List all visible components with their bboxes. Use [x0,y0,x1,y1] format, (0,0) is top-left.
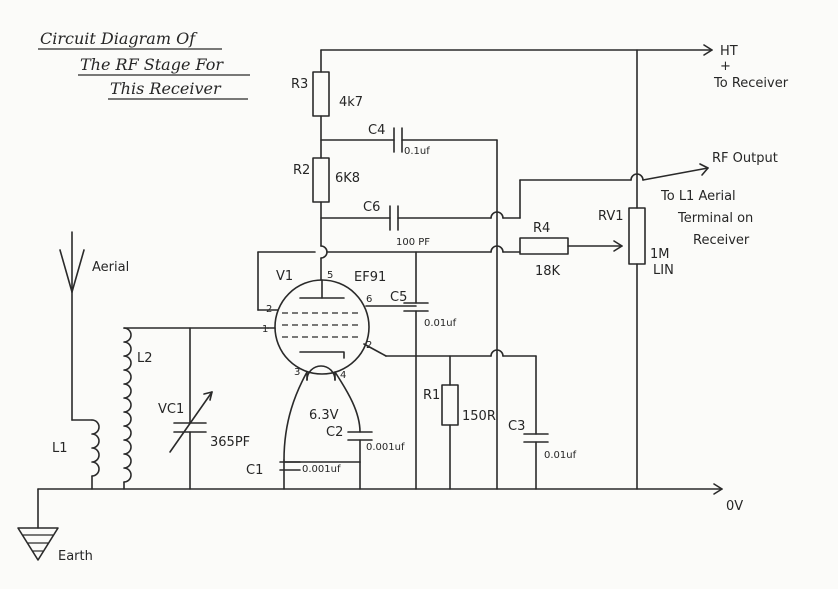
cathode-network: R1 150R C3 0.01uf [363,343,577,490]
aerial-symbol: Aerial [59,231,129,421]
c1-ref: C1 [246,463,263,478]
zero-volt-label: 0V [726,499,743,514]
rf-output-labels: RF Output To L1 Aerial Terminal on Recei… [660,151,778,248]
vc1-ref: VC1 [158,402,184,417]
coil-l1: L1 [52,419,100,490]
pin-4: 4 [340,370,346,381]
c6-ref: C6 [363,200,380,215]
ht-plus-label: + [720,59,731,74]
c3-value: 0.01uf [544,450,577,461]
rf-output-label: RF Output [712,151,778,166]
c3-ref: C3 [508,419,525,434]
anode-output-path: R4 18K [257,221,623,311]
ht-rail: HT + To Receiver [320,44,789,209]
v1-type: EF91 [354,270,386,285]
resistor-r4 [519,237,569,255]
capacitor-c5: C5 0.01uf [365,251,457,490]
variable-capacitor-vc1: VC1 365PF [158,327,250,490]
c1-value: 0.001uf [302,464,341,475]
to-l1-line-2: Terminal on [677,211,753,226]
title-line-2: The RF Stage For [80,55,224,74]
rv1-value-2: LIN [653,263,674,278]
coil-l2: L2 [123,327,269,490]
pin-3: 3 [294,367,300,378]
pin-1: 1 [262,324,268,335]
anode-chain: R3 4k7 R2 6K8 [291,49,363,281]
to-receiver-label: To Receiver [713,76,789,91]
v1-heater-voltage: 6.3V [309,408,339,423]
pin-6: 6 [366,294,372,305]
c4-value: 0.1uf [404,146,430,157]
capacitor-c4: C4 0.1uf [320,123,498,490]
title-line-1: Circuit Diagram Of [40,29,198,48]
r3-ref: R3 [291,77,308,92]
resistor-r2 [312,157,330,203]
c6-value: 100 PF [396,237,430,248]
l1-ref: L1 [52,441,68,456]
pin-2-right: 2 [366,340,372,351]
v1-ref: V1 [276,269,293,284]
heater-network: C2 0.001uf C1 0.001uf [246,371,405,490]
c5-ref: C5 [390,290,407,305]
rv1-ref: RV1 [598,209,624,224]
to-l1-line-3: Receiver [693,233,750,248]
r3-value: 4k7 [339,95,363,110]
r2-ref: R2 [293,163,310,178]
title-line-3: This Receiver [110,79,222,98]
vc1-value: 365PF [210,435,250,450]
c2-value: 0.001uf [366,442,405,453]
to-l1-line-1: To L1 Aerial [660,189,736,204]
l2-ref: L2 [137,351,153,366]
potentiometer-rv1: RV1 1M LIN [598,207,674,490]
rv1-value-1: 1M [650,247,670,262]
r4-ref: R4 [533,221,550,236]
r4-value: 18K [535,264,561,279]
r2-value: 6K8 [335,171,360,186]
r1-ref: R1 [423,388,440,403]
capacitor-c6: C6 100 PF [320,163,709,248]
pin-5: 5 [327,270,333,281]
c2-ref: C2 [326,425,343,440]
c4-ref: C4 [368,123,385,138]
zero-volt-rail: 0V [37,483,743,514]
r1-value: 150R [462,409,496,424]
diagram-title: Circuit Diagram Of The RF Stage For This… [38,29,250,100]
resistor-r1 [441,384,459,426]
ht-label: HT [720,44,738,59]
aerial-label: Aerial [92,260,129,275]
c5-value: 0.01uf [424,318,457,329]
earth-symbol: Earth [17,488,93,564]
resistor-r3 [312,71,330,117]
valve-v1: V1 EF91 6.3V 1 2 2 3 4 5 6 [262,269,386,423]
earth-label: Earth [58,549,93,564]
